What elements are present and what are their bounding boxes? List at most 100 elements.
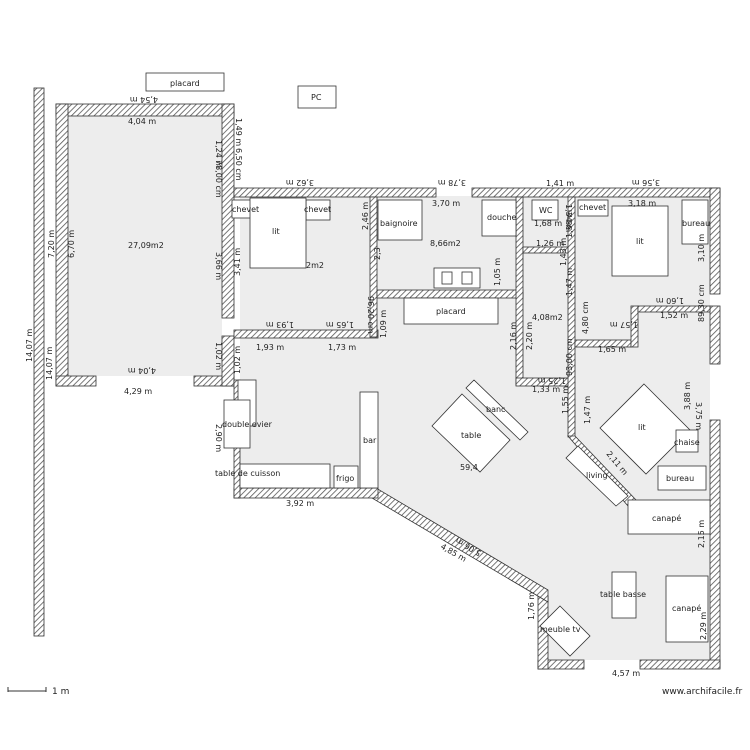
dim-37: 1,65 m: [326, 320, 354, 329]
floor-left-room: [68, 116, 222, 376]
label-canape-2: canapé: [672, 603, 701, 613]
dim-43: 1,25 m: [538, 376, 566, 385]
dim-45: 1,55 m: [561, 386, 570, 414]
dim-0: 4,54 m: [130, 95, 158, 104]
dim-33: 1,57 m: [610, 320, 638, 329]
label-bureau-1: bureau: [682, 219, 710, 228]
dim-38: 1,73 m: [328, 343, 356, 352]
dim-39: 96,20 cm: [366, 296, 375, 334]
wall-bath-right: [515, 196, 524, 386]
label-meuble-tv: meuble tv: [540, 625, 581, 634]
area-bedroom1: 2m2: [306, 261, 324, 270]
label-canape-1: canapé: [652, 513, 681, 523]
label-bureau-2: bureau: [666, 474, 694, 483]
label-placard-top: placard: [170, 79, 200, 88]
canape-2-box: [665, 575, 709, 643]
dim-1: 4,04 m: [128, 117, 156, 126]
dim-4: 1,49 m: [234, 118, 243, 146]
site-credit: www.archifacile.fr: [662, 687, 742, 697]
wall-right-c: [709, 419, 721, 669]
dim-58: 93,00 cm: [565, 338, 574, 376]
bureau-1-box: [681, 199, 709, 245]
dim-8: 14,07 m: [25, 329, 34, 362]
dim-30: 1,60 m: [656, 296, 684, 305]
dim-48: 3,92 m: [286, 499, 314, 508]
wall-left-room-top: [55, 103, 235, 117]
dim-13: 1,02 m: [233, 346, 242, 374]
walls: [33, 87, 721, 670]
dim-54: 3,75 m: [694, 402, 703, 430]
chaise-box: [675, 429, 699, 453]
dim-56: 2,29 m: [699, 612, 708, 640]
dim-11: 3,41 m: [233, 248, 242, 276]
placard-mid-box: [403, 297, 499, 325]
label-double-evier: double evier: [222, 420, 273, 429]
dim-53: 3,88 m: [683, 382, 692, 410]
wall-left-room-bottom-a: [55, 375, 97, 387]
meuble-tv-box: [539, 605, 591, 657]
dim-32: 1,65 m: [598, 345, 626, 354]
furniture-labels: placard PC chevet chevet lit baignoire d…: [170, 79, 710, 634]
label-chaise: chaise: [674, 438, 700, 447]
banc-box: [465, 379, 529, 441]
area-bathroom: 8,66m2: [430, 239, 461, 248]
table-basse-box: [611, 571, 637, 619]
label-lit-3: lit: [638, 423, 646, 432]
dim-19: 1,41 m: [546, 179, 574, 188]
wall-top-a: [233, 187, 437, 198]
dim-3: 78,00 cm: [214, 160, 223, 198]
dim-55: 2,15 m: [697, 520, 706, 548]
dim-35: 1,93 m: [266, 320, 294, 329]
dim-9: 14,07 m: [45, 347, 54, 380]
dim-7: 7,20 m: [47, 230, 56, 258]
bureau-2-box: [657, 465, 707, 491]
dim-59: 4,80 cm: [581, 301, 590, 334]
label-douche: douche: [487, 213, 517, 222]
wall-bottom-b: [639, 659, 721, 670]
dim-15: 4,29 m: [124, 387, 152, 396]
dim-16: 3,62 m: [286, 178, 314, 187]
label-chevet-3: chevet: [579, 203, 606, 212]
dim-17: 3,78 m: [438, 178, 466, 187]
wall-top-b: [471, 187, 721, 198]
lit-3-box: [599, 383, 691, 475]
wc-box: [531, 199, 559, 221]
area-living: 59,4: [460, 463, 478, 472]
dimension-labels: 4,54 m 4,04 m 1,24 m 78,00 cm 1,49 m 6,5…: [25, 95, 708, 678]
wall-far-left: [33, 87, 45, 637]
label-chevet-1: chevet: [232, 205, 259, 214]
dim-28: 1,47 m: [565, 268, 574, 296]
dim-61: 1,05 m: [493, 258, 502, 286]
label-table: table: [461, 431, 481, 440]
wall-left-room-right-lower: [221, 335, 235, 387]
label-banc: banc: [486, 405, 505, 414]
dim-24: 1,26 m: [536, 239, 564, 248]
dim-60: 2,3: [373, 247, 382, 260]
frigo-box: [333, 465, 359, 489]
dim-26: 1,38 m: [565, 210, 574, 238]
label-placard-mid: placard: [436, 307, 466, 316]
dim-14: 4,04 m: [128, 366, 156, 375]
dim-10: 3,66 m: [214, 252, 223, 280]
dim-52: 4,57 m: [612, 669, 640, 678]
douche-box: [481, 199, 517, 237]
lit-2-box: [611, 205, 669, 277]
label-bar: bar: [363, 436, 377, 445]
bar-box: [359, 391, 379, 489]
dim-46: 1,47 m: [583, 396, 592, 424]
table-cuisson-box: [239, 463, 331, 489]
pc-box: [297, 85, 337, 109]
label-pc: PC: [311, 93, 322, 102]
sink-basin-2: [461, 271, 473, 285]
dim-6: 6,70 m: [67, 230, 76, 258]
dim-22: 2,46 m: [361, 202, 370, 230]
dim-29: 3,10 m: [697, 234, 706, 262]
dim-51: 1,76 m: [527, 592, 536, 620]
double-evier-box: [223, 399, 251, 449]
baignoire-box: [377, 199, 423, 241]
canape-1-box: [627, 499, 711, 535]
dim-20: 3,56 m: [632, 178, 660, 187]
lit-1-box: [249, 197, 307, 269]
wall-right-a: [709, 187, 721, 295]
